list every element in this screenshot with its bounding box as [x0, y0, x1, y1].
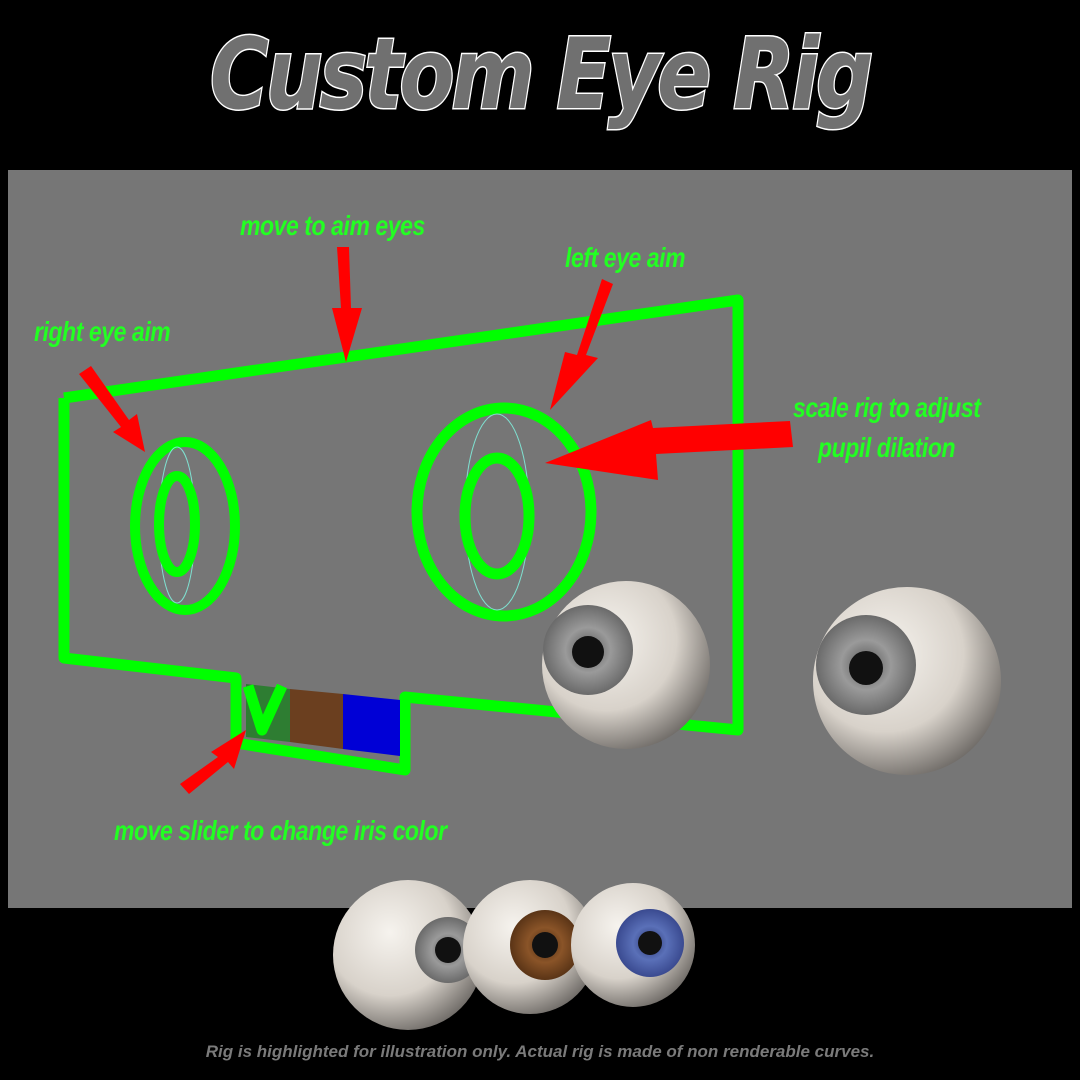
eyeball-render-1 — [542, 581, 710, 749]
left-eye-control[interactable] — [411, 402, 597, 622]
eyeball-blue — [571, 883, 695, 1007]
slider-handle — [242, 683, 288, 736]
label-left-eye-aim: left eye aim — [565, 242, 686, 273]
label-scale-rig-2: pupil dilation — [818, 432, 956, 463]
eyeball-gray — [333, 880, 483, 1030]
eyeball-brown — [463, 880, 597, 1014]
label-right-eye-aim: right eye aim — [34, 316, 171, 347]
footer-note: Rig is highlighted for illustration only… — [205, 1042, 875, 1061]
page-title: Custom Eye Rig — [209, 17, 875, 134]
label-scale-rig-1: scale rig to adjust — [793, 392, 981, 423]
arrows — [79, 247, 793, 794]
iris-color-slider[interactable] — [242, 683, 400, 756]
eyeball-render-2 — [813, 587, 1001, 775]
right-eye-control[interactable] — [130, 437, 240, 615]
label-move-to-aim: move to aim eyes — [240, 210, 425, 241]
label-slider: move slider to change iris color — [114, 815, 447, 846]
